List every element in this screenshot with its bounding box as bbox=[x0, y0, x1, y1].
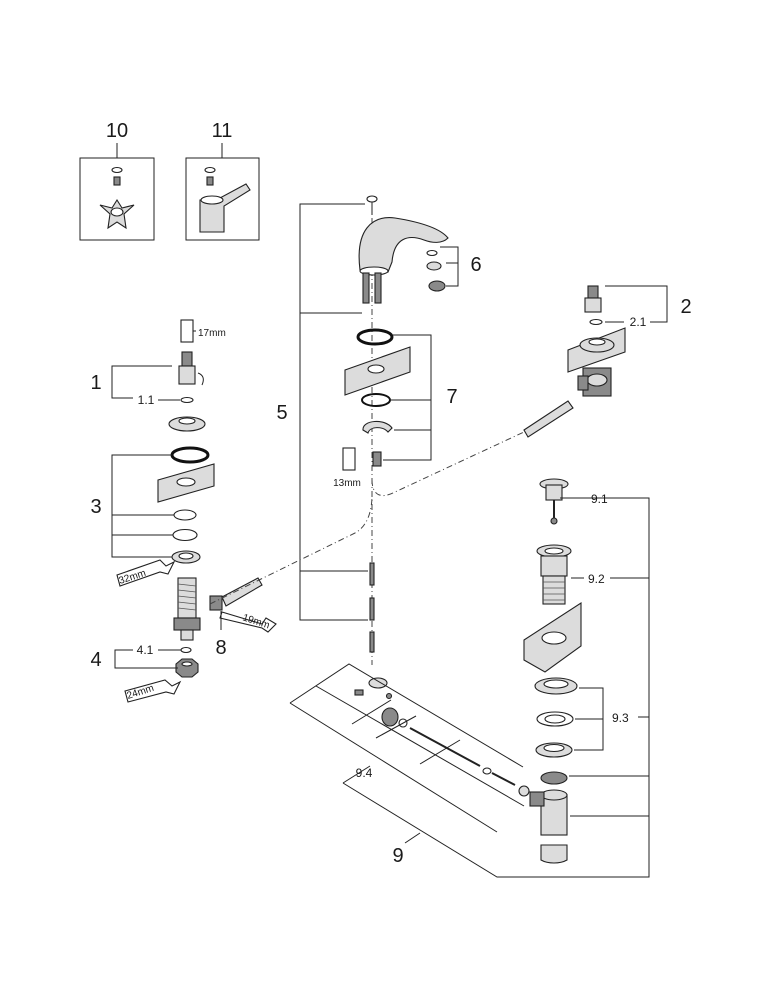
label-9-4: 9.4 bbox=[356, 766, 373, 780]
label-4: 4 bbox=[90, 649, 101, 671]
popup-linkage bbox=[354, 677, 530, 797]
size-32mm: 32mm bbox=[118, 568, 148, 587]
wrench-19mm-icon bbox=[219, 611, 277, 633]
label-1: 1 bbox=[90, 372, 101, 394]
label-10: 10 bbox=[106, 120, 128, 142]
label-1-1: 1.1 bbox=[138, 393, 155, 407]
label-9: 9 bbox=[392, 845, 403, 867]
label-3: 3 bbox=[90, 496, 101, 518]
handle-option-11 bbox=[185, 143, 260, 241]
label-7: 7 bbox=[446, 386, 457, 408]
label-4-1: 4.1 bbox=[137, 643, 154, 657]
size-19mm: 19mm bbox=[241, 612, 271, 631]
label-2: 2 bbox=[680, 296, 691, 318]
label-9-3: 9.3 bbox=[612, 711, 629, 725]
label-5: 5 bbox=[276, 402, 287, 424]
wrench-24mm-icon bbox=[124, 679, 182, 703]
left-valve-assembly bbox=[116, 319, 277, 703]
size-17mm: 17mm bbox=[198, 328, 226, 339]
label-9-1: 9.1 bbox=[591, 492, 608, 506]
label-2-1: 2.1 bbox=[630, 315, 647, 329]
label-9-2: 9.2 bbox=[588, 572, 605, 586]
wrench-32mm-icon bbox=[116, 559, 176, 587]
size-13mm: 13mm bbox=[333, 478, 361, 489]
drain-assembly bbox=[523, 478, 582, 864]
spout-assembly bbox=[342, 195, 449, 653]
label-6: 6 bbox=[470, 254, 481, 276]
label-8: 8 bbox=[215, 637, 226, 659]
socket-13mm-icon bbox=[342, 447, 356, 471]
label-11: 11 bbox=[212, 120, 233, 142]
right-valve-assembly bbox=[523, 285, 626, 438]
handle-option-10 bbox=[79, 143, 155, 241]
socket-17mm-icon bbox=[180, 319, 194, 343]
